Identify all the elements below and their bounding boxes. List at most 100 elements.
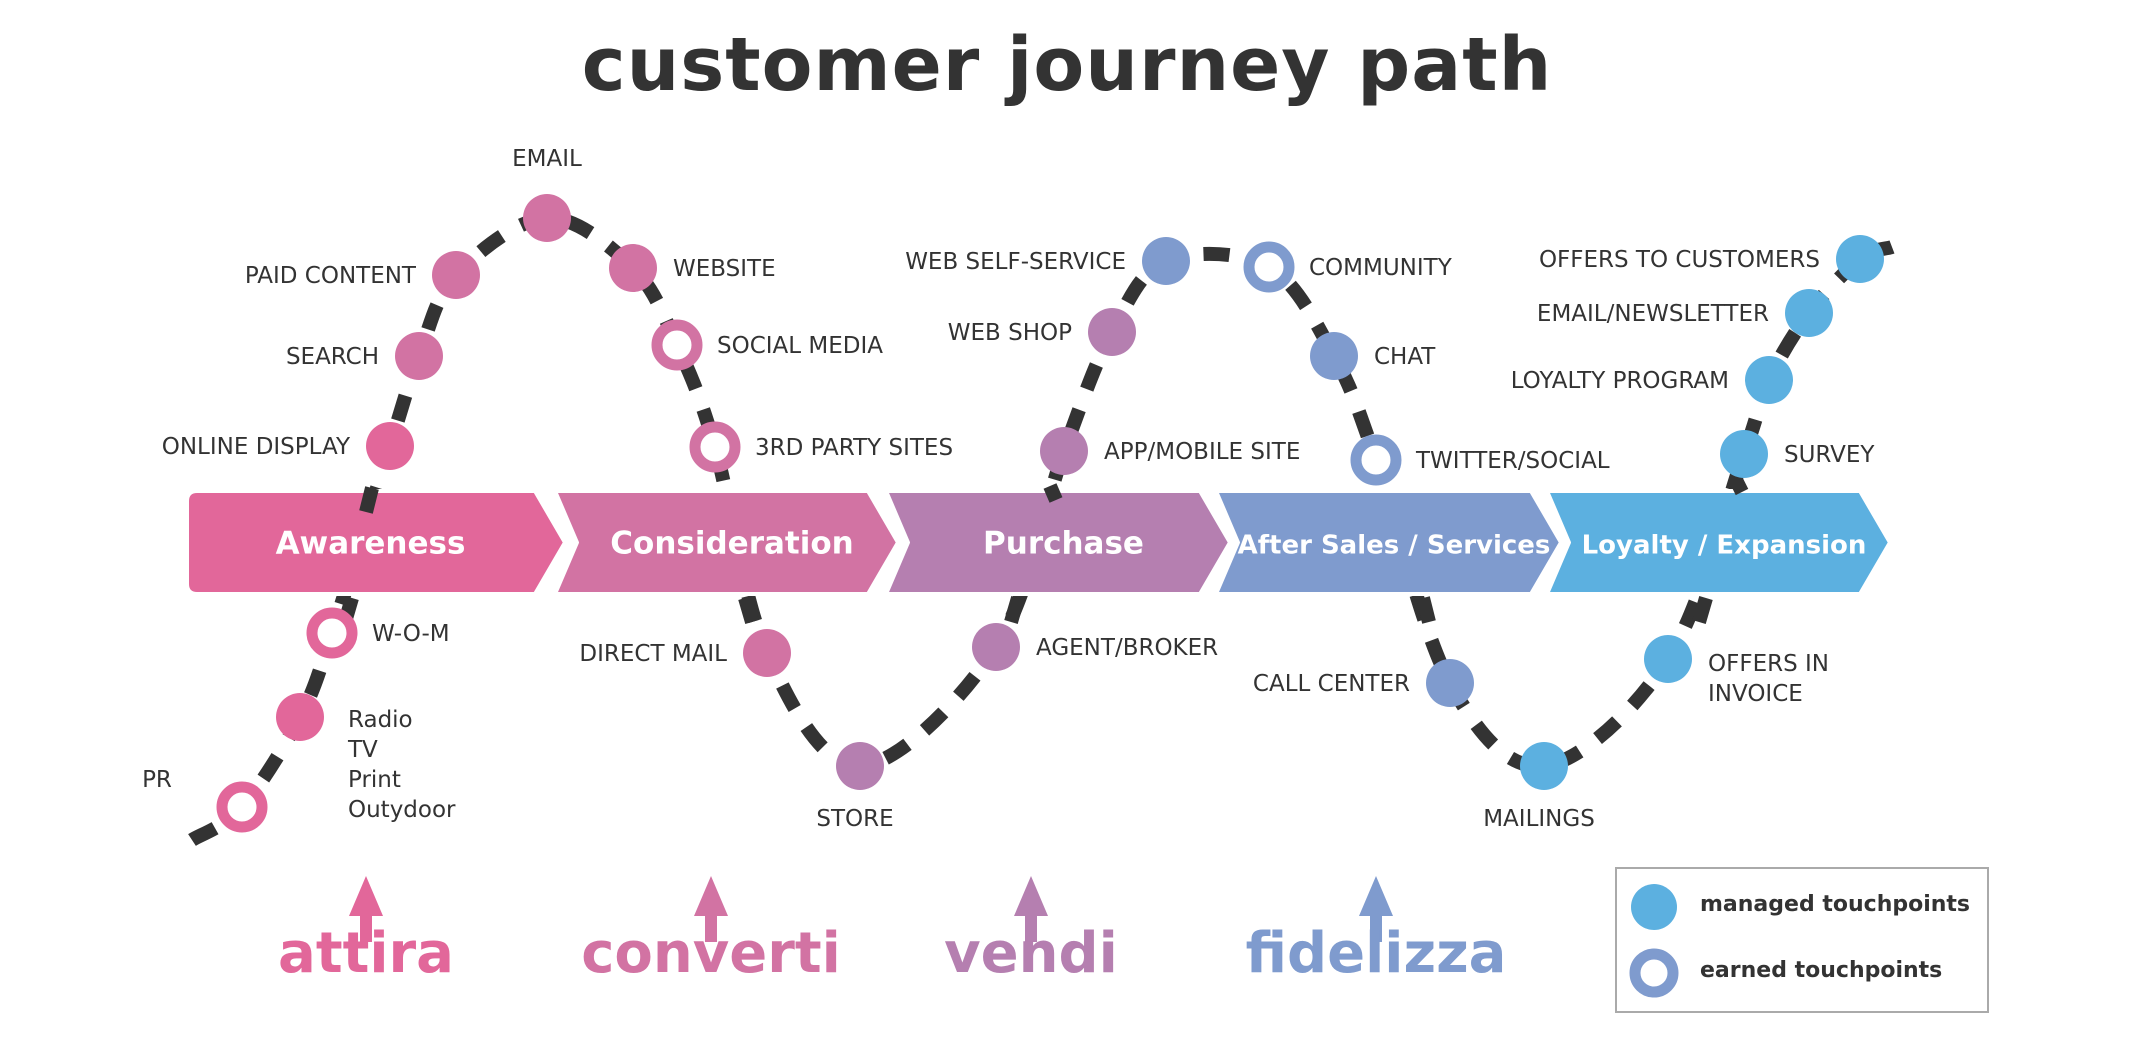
touchpoint-app-mobile-site: APP/MOBILE SITE <box>1040 427 1300 475</box>
touchpoint-paid-content: PAID CONTENT <box>245 251 480 299</box>
touchpoint-label: EMAIL/NEWSLETTER <box>1537 301 1769 327</box>
managed-touchpoint-icon <box>276 693 324 741</box>
touchpoint-label: APP/MOBILE SITE <box>1104 439 1300 465</box>
path-dash <box>1729 476 1749 496</box>
touchpoint-pr: PR <box>142 767 268 833</box>
touchpoint-website: WEBSITE <box>609 244 776 292</box>
touchpoint-web-shop: WEB SHOP <box>948 308 1136 356</box>
stage-arrow-shape <box>1214 489 1563 596</box>
arrow-up-icon <box>694 876 728 942</box>
stage-arrow-shape <box>884 489 1232 596</box>
verb-label: attira <box>278 921 454 986</box>
touchpoint-email: EMAIL <box>512 146 582 242</box>
legend: managed touchpoints earned touchpoints <box>1615 867 1989 1013</box>
touchpoint-label: LOYALTY PROGRAM <box>1511 368 1729 394</box>
stage-label: After Sales / Services <box>1238 531 1551 561</box>
path-dash <box>1692 596 1713 624</box>
touchpoint-direct-mail: DIRECT MAIL <box>579 629 791 677</box>
stage-purchase: Purchase <box>884 489 1232 596</box>
verb-attira: attira <box>278 876 454 986</box>
page-title: customer journey path <box>581 22 1553 108</box>
touchpoint-label: OFFERS TO CUSTOMERS <box>1539 247 1820 273</box>
journey-path-crossings <box>338 476 1749 624</box>
managed-touchpoint-icon <box>1040 427 1088 475</box>
verb-label: fidelizza <box>1246 921 1507 986</box>
touchpoint-agent-broker: AGENT/BROKER <box>972 623 1218 671</box>
touchpoint-survey: SURVEY <box>1720 430 1875 478</box>
earned-touchpoint-icon <box>1243 241 1295 293</box>
touchpoint-label: ONLINE DISPLAY <box>162 434 351 460</box>
verb-fidelizza: fidelizza <box>1246 876 1507 986</box>
touchpoint-twitter-social: TWITTER/SOCIAL <box>1350 434 1610 486</box>
stage-label: Loyalty / Expansion <box>1582 531 1867 561</box>
touchpoint-store: STORE <box>816 742 894 832</box>
touchpoint-label: AGENT/BROKER <box>1036 635 1218 661</box>
managed-touchpoint-icon <box>395 332 443 380</box>
touchpoint-label: CHAT <box>1374 344 1436 370</box>
managed-touchpoint-icon <box>523 194 571 242</box>
touchpoint-online-display: ONLINE DISPLAY <box>162 422 414 470</box>
stage-label: Awareness <box>276 526 466 562</box>
earned-touchpoint-icon <box>306 607 358 659</box>
earned-touchpoint-icon <box>1629 948 1679 998</box>
stage-consideration: Consideration <box>553 489 900 596</box>
managed-touchpoint-icon <box>1142 237 1190 285</box>
touchpoint-label: CALL CENTER <box>1253 671 1410 697</box>
touchpoint-social-media: SOCIAL MEDIA <box>651 319 883 371</box>
legend-managed-label: managed touchpoints <box>1700 892 1970 917</box>
managed-touchpoint-icon <box>836 742 884 790</box>
managed-touchpoint-icon <box>972 623 1020 671</box>
touchpoint-label: MAILINGS <box>1483 806 1595 832</box>
path-dash <box>738 596 759 624</box>
managed-touchpoint-icon <box>1088 308 1136 356</box>
path-dash <box>1043 483 1063 503</box>
touchpoint-chat: CHAT <box>1310 332 1436 380</box>
touchpoint-web-self-service: WEB SELF-SERVICE <box>905 237 1190 285</box>
managed-touchpoint-icon <box>609 244 657 292</box>
managed-touchpoint-icon <box>743 629 791 677</box>
touchpoint-label: 3RD PARTY SITES <box>755 435 953 461</box>
touchpoint-label: TWITTER/SOCIAL <box>1415 448 1610 474</box>
touchpoint-label: PR <box>142 767 172 793</box>
touchpoint-community: COMMUNITY <box>1243 241 1453 293</box>
touchpoint-call-center: CALL CENTER <box>1253 659 1474 707</box>
touchpoint-search: SEARCH <box>286 332 443 380</box>
stage-after-sales-services: After Sales / Services <box>1214 489 1563 596</box>
stage-loyalty-expansion: Loyalty / Expansion <box>1545 489 1892 596</box>
managed-touchpoint-icon <box>1836 235 1884 283</box>
touchpoint-email-newsletter: EMAIL/NEWSLETTER <box>1537 289 1833 337</box>
touchpoint-label: STORE <box>816 806 893 832</box>
touchpoint-label: WEB SHOP <box>948 320 1072 346</box>
verb-converti: converti <box>581 876 841 986</box>
touchpoint-label: SOCIAL MEDIA <box>717 333 883 359</box>
earned-touchpoint-icon <box>1350 434 1402 486</box>
legend-earned-label: earned touchpoints <box>1700 958 1942 983</box>
touchpoint-offers-to-customers: OFFERS TO CUSTOMERS <box>1539 235 1884 283</box>
touchpoint-mailings: MAILINGS <box>1483 742 1595 832</box>
touchpoint-label: WEB SELF-SERVICE <box>905 249 1126 275</box>
touchpoint-label: SEARCH <box>286 344 379 370</box>
managed-touchpoint-icon <box>432 251 480 299</box>
earned-touchpoint-icon <box>651 319 703 371</box>
touchpoint-label: PAID CONTENT <box>245 263 417 289</box>
stage-awareness: Awareness <box>185 489 567 596</box>
arrow-up-icon <box>349 876 383 942</box>
touchpoint-label: DIRECT MAIL <box>579 641 727 667</box>
managed-touchpoint-icon <box>1310 332 1358 380</box>
managed-touchpoint-icon <box>366 422 414 470</box>
touchpoint-label: COMMUNITY <box>1309 255 1453 281</box>
touchpoint-label: EMAIL <box>512 146 582 172</box>
verb-label: converti <box>581 921 841 986</box>
managed-touchpoint-icon <box>1785 289 1833 337</box>
earned-touchpoint-icon <box>216 781 268 833</box>
legend-box <box>1615 867 1989 1013</box>
touchpoint-label: SURVEY <box>1784 442 1875 468</box>
arrow-up-icon <box>1014 876 1048 942</box>
